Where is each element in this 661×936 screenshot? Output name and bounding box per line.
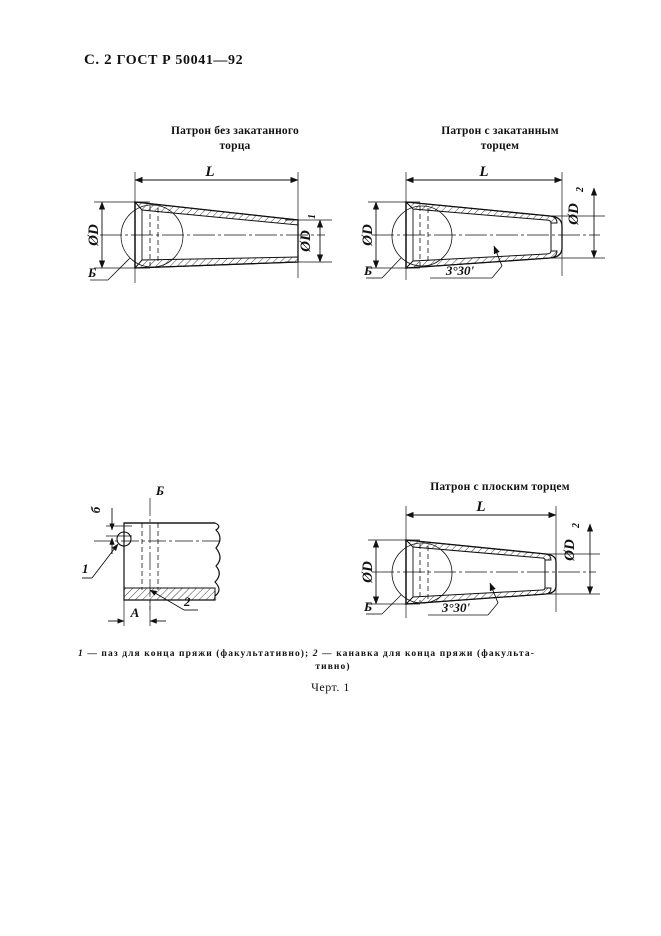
technical-drawing-detail-view-b: Б б 1 — [80, 478, 265, 633]
item-label-1: 1 — [82, 561, 89, 576]
dimension-label-minor-diameter-subscript: 2 — [575, 187, 586, 193]
caption-text-1: — паз для конца пряжи (факультативно); — [83, 649, 313, 659]
detail-callout-label: Б — [87, 265, 96, 280]
technical-drawing-cartridge-with-flat-end: L ØD ØD 2 — [360, 500, 620, 635]
technical-drawing-cartridge-with-rolled-end: L ØD ØD 2 — [360, 158, 620, 293]
dimension-label-length: L — [478, 164, 488, 180]
angle-label: 3°30' — [445, 263, 475, 278]
dimension-label-outer-diameter: ØD — [360, 561, 376, 584]
detail-callout-label: Б — [363, 263, 372, 278]
figure-title-cartridge-with-flat-end: Патрон с плоским торцем — [390, 480, 610, 495]
item-label-2: 2 — [183, 594, 191, 609]
detail-view-name: Б — [155, 483, 164, 498]
dimension-label-outer-diameter: ØD — [86, 224, 102, 247]
technical-drawing-cartridge-without-rolled-end: L ØD ØD 1 — [80, 158, 340, 293]
figure-title-line-1: Патрон с плоским торцем — [430, 481, 570, 493]
detail-callout-label: Б — [363, 599, 372, 614]
dimension-label-a: А — [130, 605, 140, 620]
caption-text-2: — канавка для конца пряжи (факульта- — [318, 649, 535, 659]
dimension-label-minor-diameter: ØD — [298, 230, 314, 253]
page-number-mark: С. 2 — [84, 52, 113, 68]
dimension-label-length: L — [475, 500, 485, 515]
figure-title-line-2: торцем — [480, 140, 520, 152]
figure-title-line-1: Патрон без закатанного — [171, 125, 299, 137]
dimension-label-minor-diameter-subscript: 1 — [307, 214, 318, 219]
dimension-label-minor-diameter-subscript: 2 — [571, 523, 582, 529]
figure-title-line-1: Патрон с закатанным — [441, 125, 559, 137]
caption-index-2: 2 — [312, 649, 319, 659]
dimension-label-minor-diameter: ØD — [562, 539, 578, 562]
dimension-label-length: L — [204, 164, 214, 180]
angle-label: 3°30' — [441, 600, 471, 615]
dimension-label-outer-diameter: ØD — [360, 224, 376, 247]
standard-designation: ГОСТ Р 50041—92 — [116, 53, 244, 68]
page-header: С. 2 ГОСТ Р 50041—92 — [84, 52, 243, 69]
figure-caption: 1 — паз для конца пряжи (факультативно);… — [78, 648, 588, 674]
figure-number: Черт. 1 — [311, 680, 350, 694]
dimension-label-thickness: б — [88, 506, 103, 513]
figure-title-cartridge-with-rolled-end: Патрон с закатанным торцем — [392, 124, 608, 154]
figure-title-cartridge-without-rolled-end: Патрон без закатанного торца — [130, 124, 340, 154]
figure-title-line-2: торца — [219, 140, 251, 152]
dimension-label-minor-diameter: ØD — [566, 203, 582, 226]
caption-line-2: тивно) — [315, 662, 351, 672]
caption-index-1: 1 — [78, 649, 84, 659]
